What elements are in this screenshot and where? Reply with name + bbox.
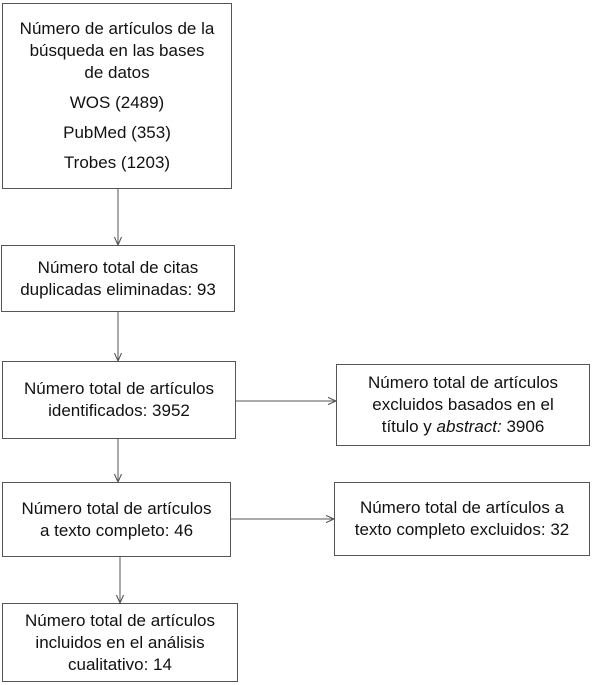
fulltext-line-1: Número total de artículos bbox=[21, 498, 212, 518]
source-trobes: Trobes (1203) bbox=[63, 153, 171, 172]
included-qualitative-box: Número total de artículos incluidos en e… bbox=[2, 603, 238, 682]
source-pubmed: PubMed (353) bbox=[63, 123, 171, 142]
duplicates-removed-box: Número total de citas duplicadas elimina… bbox=[1, 245, 235, 312]
search-title-line-1: Número de artículos de la bbox=[19, 19, 215, 38]
fulltext-articles-box: Número total de artículos a texto comple… bbox=[2, 482, 231, 557]
excluded-title-line-2: excluidos basados en el bbox=[372, 395, 554, 414]
search-results-box: Número de artículos de la búsqueda en la… bbox=[2, 3, 232, 189]
excluded-title-prefix: título y bbox=[381, 417, 437, 436]
included-line-2: incluidos en el análisis bbox=[35, 632, 205, 652]
excluded-title-count: 3906 bbox=[501, 417, 545, 436]
identified-line-2: identificados: 3952 bbox=[48, 401, 190, 420]
excluded-title-line-1: Número total de artículos bbox=[368, 373, 558, 392]
fulltext-line-2: a texto completo: 46 bbox=[39, 520, 194, 540]
duplicates-line-1: Número total de citas bbox=[37, 257, 199, 277]
included-line-3: cualitativo: 14 bbox=[68, 654, 172, 674]
search-title-line-3: de datos bbox=[84, 63, 150, 82]
identified-articles-box: Número total de artículos identificados:… bbox=[2, 361, 236, 439]
excluded-fulltext-box: Número total de artículos a texto comple… bbox=[334, 482, 590, 556]
included-line-1: Número total de artículos bbox=[25, 610, 215, 630]
excluded-fulltext-line-1: Número total de artículos a bbox=[359, 498, 565, 517]
excluded-fulltext-line-2: texto completo excluidos: 32 bbox=[354, 520, 570, 539]
abstract-italic-label: abstract: bbox=[436, 417, 502, 436]
source-wos: WOS (2489) bbox=[69, 93, 165, 112]
excluded-title-line-3: título y abstract: 3906 bbox=[382, 416, 545, 438]
identified-line-1: Número total de artículos bbox=[24, 379, 214, 398]
excluded-title-abstract-box: Número total de artículos excluidos basa… bbox=[336, 364, 590, 446]
search-title-line-2: búsqueda en las bases bbox=[29, 41, 205, 60]
duplicates-line-2: duplicadas eliminadas: 93 bbox=[20, 279, 216, 299]
